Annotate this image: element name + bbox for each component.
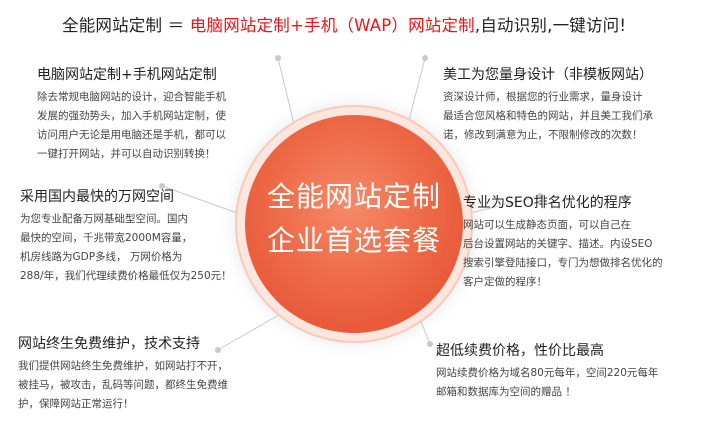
feature-text-line: 邮箱和数据库为空间的赠品 ！	[436, 386, 576, 398]
feature-text-line: 发展的强劲势头，加入手机网站定制，使	[37, 110, 226, 122]
center-badge-line1: 全能网站定制	[266, 180, 441, 213]
feature-text-line: 网站续费价格为域名80元每年，空间220元每年	[436, 367, 659, 379]
connector-dot-top-right	[422, 55, 428, 61]
connector-fast-space	[161, 185, 241, 215]
headline-prefix: 全能网站定制 ＝	[62, 16, 190, 35]
connector-dot-bottom-right	[427, 341, 433, 347]
feature-pc-mobile: 电脑网站定制+手机网站定制 除去常规电脑网站的设计，迎合智能手机 发展的强劲势头…	[37, 64, 226, 164]
feature-text-line: 机房线路为GDP多线， 万网价格为	[20, 251, 183, 263]
headline-highlight: 电脑网站定制+手机（WAP）网站定制	[189, 16, 475, 35]
connector-pc-mobile	[277, 57, 297, 133]
center-badge-line2: 企业首选套餐	[266, 224, 441, 257]
feature-fast-space: 采用国内最快的万网空间 为您专业配备万网基础型空间。国内 最快的空间，千兆带宽2…	[20, 186, 232, 286]
feature-title: 网站终生免费维护，技术支持	[18, 336, 200, 352]
feature-text-line: 诺，修改到满意为止，不限制修改的次数！	[443, 129, 643, 141]
feature-text-line: 最快的空间，千兆带宽2000M容量，	[20, 232, 193, 244]
feature-low-renewal: 超低续费价格，性价比最高 网站续费价格为域名80元每年，空间220元每年 邮箱和…	[436, 340, 658, 402]
headline-suffix: ,自动识别,一键访问!	[474, 16, 627, 35]
feature-title: 超低续费价格，性价比最高	[436, 343, 604, 359]
feature-seo: 专业为SEO排名优化的程序 网站可以生成静态页面，可以自己在 后台设置网站的关键…	[463, 192, 663, 292]
feature-text-line: 后台设置网站的关键字、描述。内设SEO	[463, 238, 653, 250]
connector-dot-mid-left	[159, 183, 165, 189]
center-badge: 全能网站定制 企业首选套餐	[245, 115, 463, 333]
page-headline: 全能网站定制 ＝ 电脑网站定制+手机（WAP）网站定制,自动识别,一键访问!	[62, 12, 626, 36]
feature-custom-design: 美工为您量身设计（非模板网站） 资深设计师，根据您的行业需求，量身设计 最适合您…	[443, 64, 653, 145]
feature-text-line: 除去常规电脑网站的设计，迎合智能手机	[37, 91, 226, 103]
connector-dot-mid-right	[537, 193, 543, 199]
feature-title: 采用国内最快的万网空间	[20, 189, 174, 205]
feature-text-line: 最适合您风格和特色的网站，并且美工我们承	[443, 110, 653, 122]
feature-text-line: 访问用户无论是用电脑还是手机，都可以	[37, 129, 226, 141]
connector-seo	[465, 195, 541, 215]
connector-dot-bottom-left	[215, 347, 221, 353]
connector-dot-top-left	[275, 55, 281, 61]
feature-text-line: 网站可以生成静态页面，可以自己在	[463, 219, 631, 231]
feature-text-line: 一键打开网站，并可以自动识别转换！	[37, 148, 216, 160]
connector-lifetime	[217, 303, 299, 351]
feature-text-line: 288/年，我们代理续费价格最低仅为250元！	[20, 270, 232, 282]
feature-text-line: 被挂马，被攻击，乱码等问题，都终生免费维	[18, 379, 228, 391]
feature-text-line: 客户定做的程序！	[463, 276, 547, 288]
feature-lifetime-support: 网站终生免费维护，技术支持 我们提供网站终生免费维护，如网站打不开， 被挂马，被…	[18, 333, 228, 414]
feature-title: 专业为SEO排名优化的程序	[463, 195, 632, 211]
feature-text-line: 搜索引擎登陆接口，专门为想做排名优化的	[463, 257, 663, 269]
feature-text-line: 资深设计师，根据您的行业需求，量身设计	[443, 91, 643, 103]
feature-text-line: 我们提供网站终生免费维护，如网站打不开，	[18, 360, 228, 372]
feature-text-line: 为您专业配备万网基础型空间。国内	[20, 213, 188, 225]
feature-title: 美工为您量身设计（非模板网站）	[443, 67, 653, 83]
connector-custom-design	[405, 57, 426, 133]
feature-text-line: 护，保障网站正常运行！	[18, 398, 134, 410]
feature-title: 电脑网站定制+手机网站定制	[37, 67, 217, 83]
